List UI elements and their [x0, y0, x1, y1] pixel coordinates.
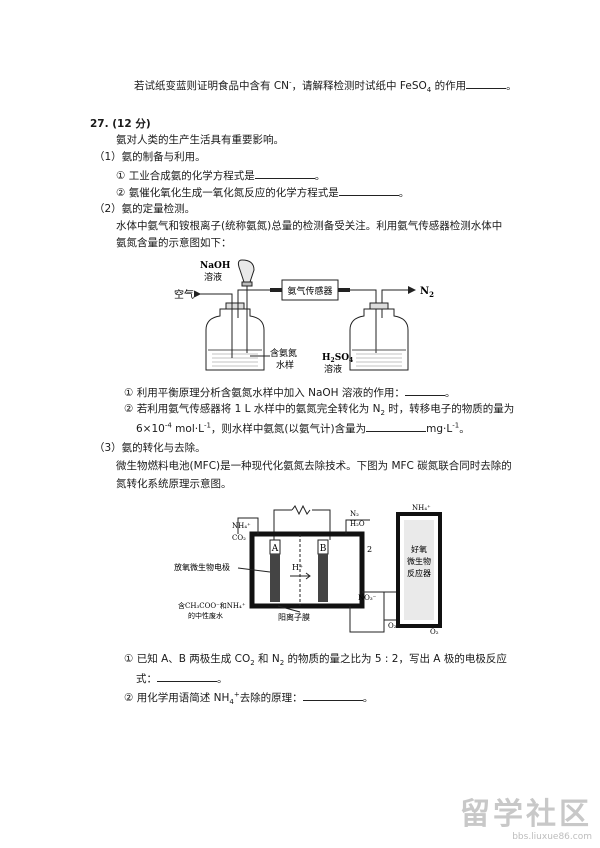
h-plus-arrow	[290, 572, 311, 580]
part2-q1: ① 利用平衡原理分析含氨氮水样中加入 NaOH 溶液的作用：。	[124, 384, 455, 400]
h2so4-label: H2SO4	[322, 353, 353, 364]
o2-left-label: O₂	[388, 622, 397, 630]
h2so4-solution-label: 溶液	[324, 363, 342, 375]
answer-blank[interactable]	[254, 167, 315, 179]
o2-right-label: O₂	[430, 628, 439, 636]
part1-q1: ① 工业合成氨的化学方程式是。	[116, 167, 325, 183]
ammonia-sensor-diagram: 氨气传感器 NaOH 溶液 空气 N2 含氨氮 水样 H2SO4 溶液	[174, 259, 434, 375]
answer-blank[interactable]	[302, 689, 363, 701]
feso4-sub: 4	[426, 86, 432, 95]
answer-blank[interactable]	[466, 77, 507, 89]
air-inlet-tube	[193, 290, 233, 358]
intro-line: 若试纸变蓝则证明食品中含有 CN-，请解释检测时试纸中 FeSO4 的作用。	[134, 77, 517, 95]
part3-desc-2: 氮转化系统原理示意图。	[116, 478, 232, 490]
electrode-description: 放氧微生物电极	[174, 562, 230, 572]
intro-text: 若试纸变蓝则证明食品中含有 CN	[134, 80, 290, 92]
part1-heading: （1）氨的制备与利用。	[94, 151, 206, 163]
part3-heading: （3）氨的转化与去除。	[94, 442, 206, 454]
intro-tail: 的作用	[431, 80, 467, 92]
sample-label-1: 含氨氮	[270, 347, 297, 359]
question-lead: 氨对人类的生产生活具有重要影响。	[116, 134, 284, 146]
label-2: 2	[367, 545, 372, 554]
part3-q1-line2: 式：。	[136, 670, 228, 686]
h-plus-label: H⁺	[292, 563, 303, 572]
answer-blank[interactable]	[404, 384, 445, 396]
wastewater-label-2: 的中性废水	[188, 611, 223, 620]
reactor-label-3: 反应器	[407, 568, 431, 578]
resistor	[291, 504, 311, 516]
reactor-label-1: 好氧	[411, 544, 427, 554]
intro-text-2: ，请解释检测时试纸中 FeSO	[291, 80, 427, 92]
electrode-a	[270, 554, 280, 602]
part2-desc-2: 氨氮含量的示意图如下：	[116, 237, 232, 249]
separatory-funnel	[237, 259, 255, 353]
part2-desc-1: 水体中氨气和铵根离子(统称氨氮)总量的检测备受关注。利用氨气传感器检测水体中	[116, 220, 503, 232]
connecting-tube	[237, 288, 408, 353]
mfc-diagram: A B H⁺ 2 好氧 微生物 反应器 NH₄⁺ NH₄⁺ CO₂ N₂ H₂O…	[174, 504, 442, 636]
question-number: 27. (12 分)	[90, 118, 151, 130]
reactor-label-2: 微生物	[407, 556, 431, 566]
part3-desc-1: 微生物燃料电池(MFC)是一种现代化氨氮去除技术。下图为 MFC 碳氮联合同时去…	[116, 460, 512, 472]
air-label: 空气	[174, 288, 194, 301]
answer-blank[interactable]	[338, 184, 399, 196]
answer-blank[interactable]	[366, 420, 427, 432]
nh4-top-label: NH₄⁺	[412, 504, 431, 512]
sample-label-2: 水样	[276, 359, 294, 371]
sample-bottle	[205, 302, 265, 371]
naoh-solution-label: 溶液	[204, 271, 222, 283]
electrode-b	[318, 554, 328, 602]
n2-label: N2	[420, 286, 434, 299]
co2-label: CO₂	[232, 534, 246, 542]
electrode-b-label: B	[320, 544, 327, 554]
part2-q2-line1: ② 若利用氨气传感器将 1 L 水样中的氨氮完全转化为 N2 时，转移电子的物质…	[124, 403, 515, 418]
external-circuit	[273, 504, 331, 540]
absorber-bottle	[349, 302, 409, 371]
n2-top-label: N₂	[350, 510, 359, 518]
watermark-logo: 留学社区	[460, 797, 592, 832]
watermark: 留学社区 bbs.liuxue86.com	[460, 797, 592, 843]
part3-q1-line1: ① 已知 A、B 两极生成 CO2 和 N2 的物质的量之比为 5 : 2，写出…	[124, 653, 507, 668]
output-arrow	[408, 286, 416, 294]
electrode-a-label: A	[271, 544, 279, 554]
part3-q2: ② 用化学用语简述 NH4+去除的原理：。	[124, 689, 374, 707]
watermark-url: bbs.liuxue86.com	[512, 832, 592, 842]
nh4-left-label: NH₄⁺	[232, 522, 251, 530]
membrane-label: 阳离子膜	[278, 612, 310, 622]
ammonia-sensor	[281, 279, 339, 301]
answer-blank[interactable]	[157, 670, 217, 682]
cn-charge: -	[289, 78, 292, 87]
wastewater-label-1: 含CH₃COO⁻和NH₄⁺	[178, 601, 246, 610]
part1-q2: ② 氨催化氧化生成一氧化氮反应的化学方程式是。	[116, 184, 409, 200]
membrane-leader	[277, 605, 301, 613]
electrode-leader	[237, 567, 271, 573]
reactor-fill	[404, 520, 434, 620]
naoh-label: NaOH	[200, 261, 231, 271]
part2-heading: （2）氨的定量检测。	[94, 203, 196, 215]
sensor-label: 氨气传感器	[287, 285, 332, 297]
h2o-label: H₂O	[350, 520, 365, 528]
mfc-tank	[249, 531, 365, 609]
no3-label: NO₃⁻	[358, 594, 377, 602]
